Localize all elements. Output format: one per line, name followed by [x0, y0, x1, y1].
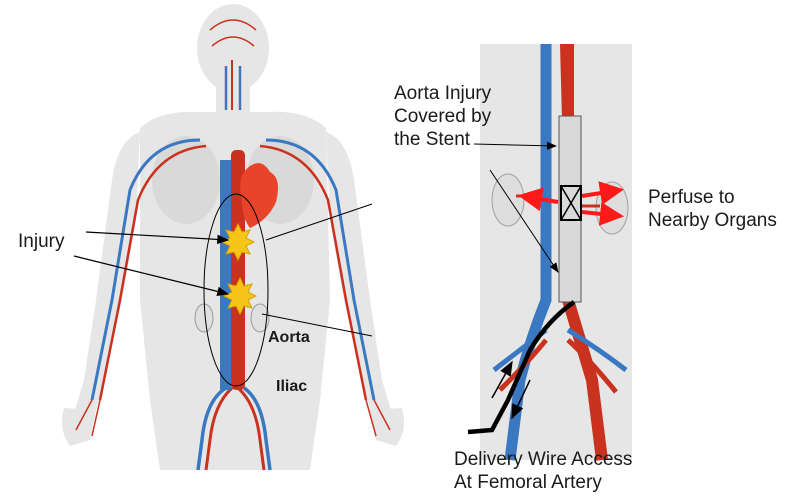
kidney-left-icon	[195, 304, 213, 332]
aorta-injury-line-1: Aorta Injury	[394, 82, 491, 105]
stent	[559, 116, 581, 302]
iliac-label: Iliac	[276, 377, 307, 397]
kidney-left-icon	[492, 174, 524, 226]
aorta-injury-line-2: Covered by	[394, 105, 491, 128]
aorta-label: Aorta	[268, 328, 310, 348]
delivery-label: Delivery Wire Access At Femoral Artery	[454, 448, 632, 494]
zoom-panel	[480, 44, 632, 460]
aorta-injury-line-3: the Stent	[394, 128, 491, 151]
perfuse-line-2: Nearby Organs	[648, 209, 777, 232]
aorta-injury-label: Aorta Injury Covered by the Stent	[394, 82, 491, 152]
delivery-line-1: Delivery Wire Access	[454, 448, 632, 471]
injury-label: Injury	[18, 230, 64, 253]
perfuse-line-1: Perfuse to	[648, 186, 777, 209]
delivery-line-2: At Femoral Artery	[454, 471, 632, 494]
perfuse-label: Perfuse to Nearby Organs	[648, 186, 777, 232]
